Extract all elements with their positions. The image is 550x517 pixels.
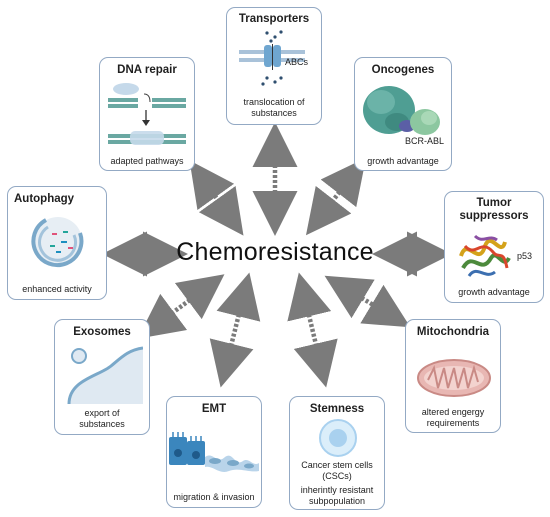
arrow-stemness <box>287 272 338 388</box>
mitochondrion-icon <box>417 359 491 397</box>
chemoresistance-title: Chemoresistance <box>176 238 374 266</box>
card-title: EMT <box>201 403 227 415</box>
card-title: Oncogenes <box>371 64 435 76</box>
p53-label: p53 <box>517 251 533 261</box>
card-caption: adapted pathways <box>110 156 184 166</box>
arrow-oncogenes <box>305 157 367 236</box>
autophagosome-icon <box>31 217 84 268</box>
stem-cell-icon <box>319 419 357 457</box>
exosome-release-icon <box>67 346 143 404</box>
card-dna-repair: DNA repair adapted pathways <box>99 57 195 171</box>
dna-repair-icon <box>108 83 186 145</box>
card-caption-line-3: inherintly resistant <box>300 485 374 495</box>
card-caption-line-2: (CSCs) <box>322 471 352 481</box>
card-tumor-suppressors: Tumor suppressors p53 growth advantage <box>444 191 544 303</box>
card-caption: enhanced activity <box>22 284 92 294</box>
card-stemness: Stemness Cancer stem cells (CSCs) inheri… <box>289 396 385 510</box>
card-caption-line-2: requirements <box>426 418 480 428</box>
card-title-line-2: suppressors <box>459 210 529 222</box>
card-caption-line-4: subpopulation <box>308 496 366 506</box>
card-title: Exosomes <box>73 326 131 338</box>
card-oncogenes: Oncogenes BCR-ABL growth advantage <box>354 57 452 171</box>
card-caption-line-1: altered engergy <box>421 407 485 417</box>
card-caption: growth advantage <box>458 287 530 297</box>
bcr-abl-protein-icon <box>363 86 440 135</box>
card-title: Autophagy <box>14 193 75 205</box>
card-exosomes: Exosomes export of substances <box>54 319 150 435</box>
card-caption: growth advantage <box>367 156 439 166</box>
card-caption-line-1: translocation of <box>243 97 305 107</box>
card-mitochondria: Mitochondria altered engergy requirement… <box>405 319 501 433</box>
arrow-emt <box>209 272 261 388</box>
card-caption: migration & invasion <box>173 492 255 502</box>
card-caption-line-2: substances <box>251 108 297 118</box>
p53-protein-icon <box>459 234 511 277</box>
card-caption-line-1: Cancer stem cells <box>301 460 373 470</box>
card-autophagy: Autophagy enhanced activity <box>7 186 107 300</box>
membrane-transporter-icon <box>239 30 305 86</box>
card-title: Mitochondria <box>416 326 490 338</box>
card-emt: EMT migration & invasion <box>166 396 262 508</box>
epithelial-mesenchymal-transition-icon <box>169 432 259 472</box>
arrow-mitochondria <box>324 275 411 328</box>
arrow-dna-repair <box>189 160 244 236</box>
arrow-exosomes <box>137 274 225 339</box>
abcs-label: ABCs <box>285 57 309 67</box>
card-caption-line-1: export of <box>84 408 120 418</box>
card-title-line-1: Tumor <box>476 197 512 209</box>
card-title: Stemness <box>309 403 365 415</box>
card-title: Transporters <box>238 13 310 25</box>
card-caption-line-2: substances <box>79 419 125 429</box>
card-transporters: Transporters ABCs translocation of subst… <box>226 7 322 125</box>
card-title: DNA repair <box>117 64 177 76</box>
bcr-abl-label: BCR-ABL <box>405 136 445 146</box>
